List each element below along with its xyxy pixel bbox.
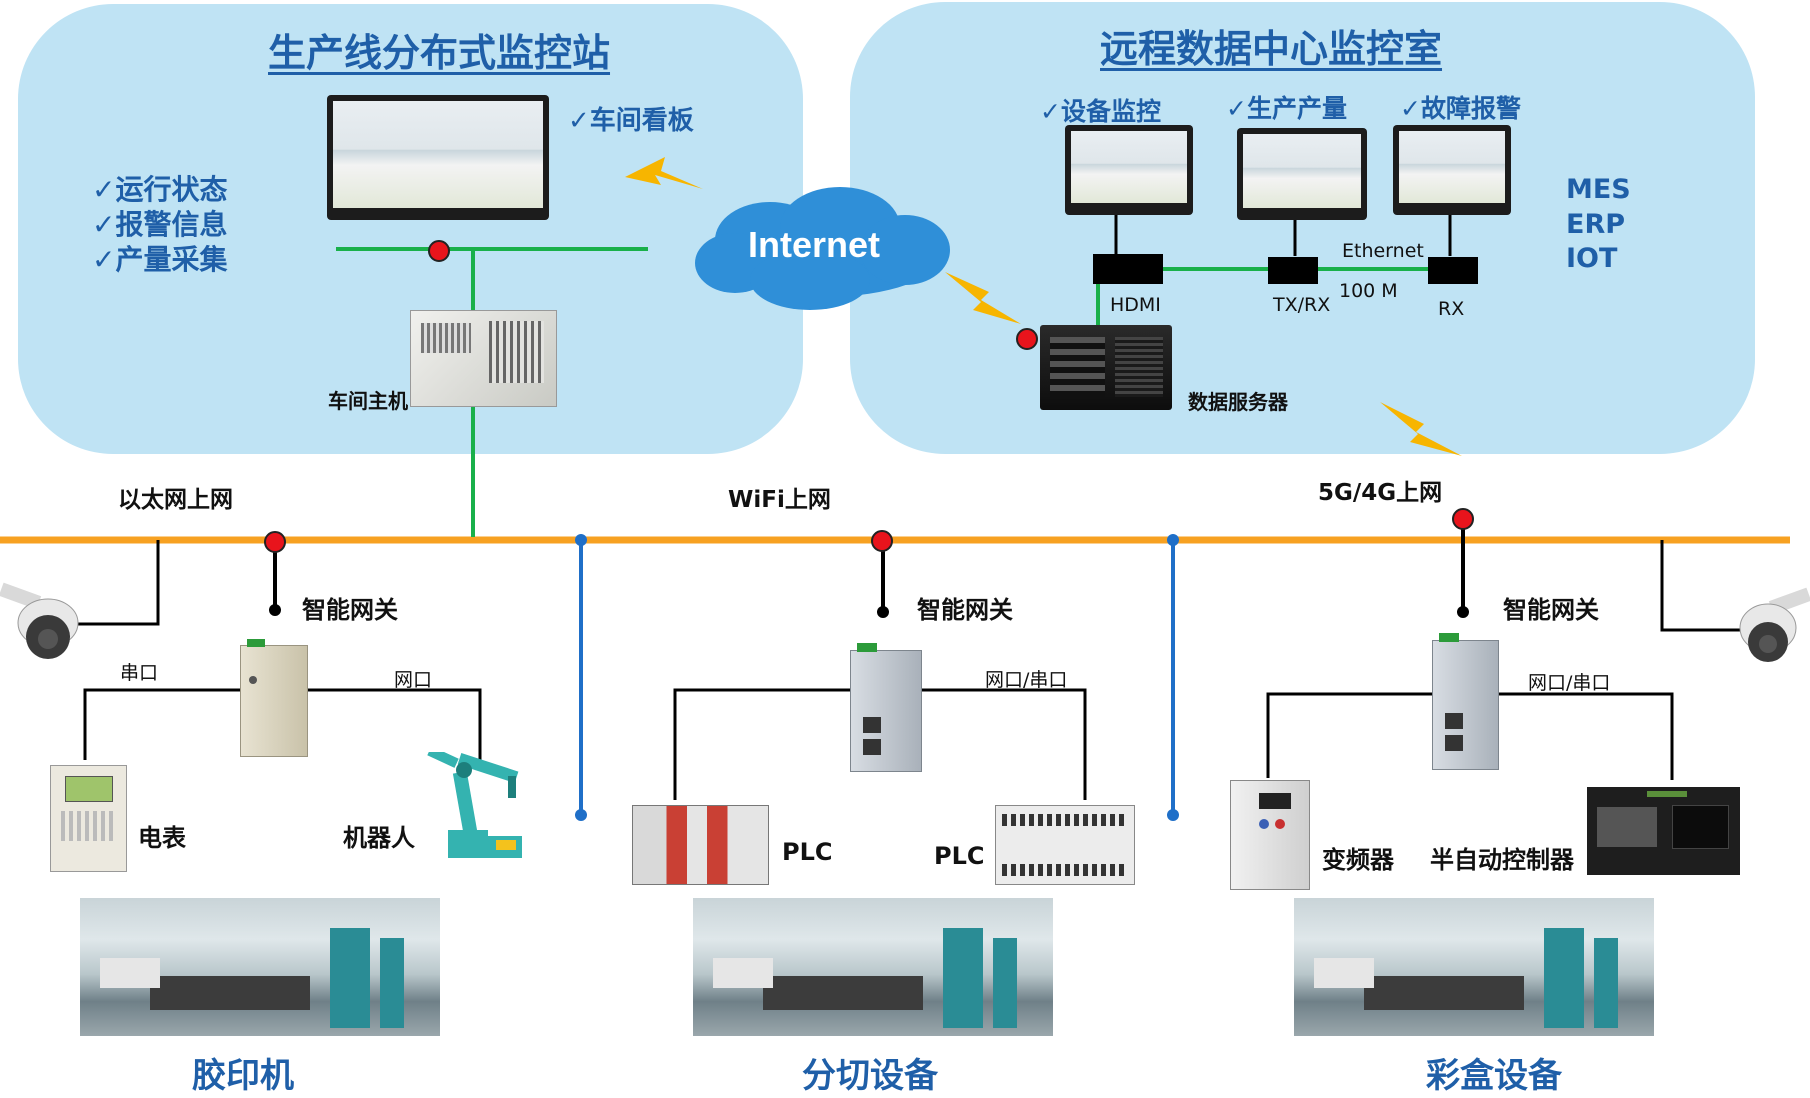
- bus-junction: [575, 809, 587, 821]
- monitor-output: [1237, 128, 1367, 220]
- machine-label-offset-press: 胶印机: [192, 1056, 294, 1096]
- slitting-equipment-image: [693, 898, 1053, 1036]
- lightning-icon: [1380, 402, 1462, 456]
- check-output-collection: ✓产量采集: [92, 243, 228, 276]
- node-dot: [1452, 508, 1474, 530]
- camera-icon: [1739, 587, 1810, 662]
- data-server-label: 数据服务器: [1188, 390, 1288, 414]
- bus-junction: [575, 534, 587, 546]
- electric-meter-icon: [50, 765, 127, 872]
- node-dot: [264, 531, 286, 553]
- rx-port: [1428, 257, 1478, 284]
- plc-icon: [995, 805, 1135, 885]
- speed-label: 100 M: [1339, 280, 1398, 302]
- camera-icon: [0, 582, 79, 659]
- electric-meter-label: 电表: [138, 824, 186, 852]
- node-dot: [1016, 328, 1038, 350]
- gateway-label-2: 智能网关: [917, 596, 1013, 624]
- plc-icon: [632, 805, 769, 885]
- ethernet-network-label: 以太网上网: [118, 487, 233, 513]
- machine-label-slitting: 分切设备: [802, 1056, 938, 1096]
- network-serial-port-label: 网口/串口: [1528, 672, 1611, 694]
- smart-gateway-icon: [1432, 633, 1499, 770]
- right-panel-title: 远程数据中心监控室: [1100, 27, 1443, 71]
- internet-cloud-icon: [695, 187, 950, 310]
- production-output-label: ✓生产产量: [1226, 94, 1347, 123]
- semi-auto-controller-icon: [1587, 787, 1740, 875]
- cellular-network-label: 5G/4G上网: [1318, 480, 1443, 506]
- color-box-equipment-image: [1294, 898, 1654, 1036]
- workshop-board-monitor: [327, 95, 549, 220]
- robot-label: 机器人: [343, 824, 415, 852]
- system-mes: MES: [1566, 174, 1631, 205]
- check-alarm-info: ✓报警信息: [92, 208, 228, 241]
- system-iot: IOT: [1566, 243, 1618, 274]
- right-panel: [850, 2, 1755, 454]
- network-port-label: 网口: [394, 669, 433, 691]
- lightning-icon: [945, 272, 1021, 324]
- plc-label-left: PLC: [782, 838, 833, 866]
- lightning-icon: [625, 157, 703, 189]
- node-dot: [871, 530, 893, 552]
- hdmi-label: HDMI: [1110, 294, 1161, 316]
- node-dot: [428, 240, 450, 262]
- machine-label-color-box: 彩盒设备: [1426, 1056, 1562, 1096]
- workshop-board-label: ✓车间看板: [568, 106, 694, 136]
- data-server-icon: [1040, 325, 1172, 410]
- internet-label: Internet: [748, 224, 881, 265]
- network-serial-port-label: 网口/串口: [985, 669, 1068, 691]
- txrx-label: TX/RX: [1273, 294, 1331, 316]
- fault-alarm-label: ✓故障报警: [1400, 94, 1521, 123]
- smart-gateway-icon: [850, 643, 922, 772]
- bus-junction: [1167, 809, 1179, 821]
- check-running-status: ✓运行状态: [92, 173, 228, 206]
- txrx-port: [1268, 257, 1318, 284]
- offset-press-image: [80, 898, 440, 1036]
- semi-auto-controller-label: 半自动控制器: [1430, 846, 1574, 874]
- rx-label: RX: [1438, 298, 1465, 320]
- inverter-icon: [1230, 780, 1310, 890]
- monitor-alarm: [1393, 125, 1511, 215]
- wifi-network-label: WiFi上网: [728, 487, 831, 513]
- gateway-junction: [877, 606, 889, 618]
- gateway-junction: [269, 604, 281, 616]
- serial-port-label: 串口: [120, 662, 159, 684]
- system-erp: ERP: [1566, 209, 1626, 240]
- left-panel-title: 生产线分布式监控站: [268, 31, 611, 75]
- plc-label-right: PLC: [934, 842, 985, 870]
- gateway-label-1: 智能网关: [302, 596, 398, 624]
- workshop-host-icon: [410, 310, 557, 407]
- smart-gateway-icon: [240, 639, 308, 757]
- device-monitoring-label: ✓设备监控: [1040, 97, 1161, 126]
- workshop-host-label: 车间主机: [328, 389, 408, 413]
- robot-arm-icon: [427, 752, 522, 858]
- gateway-label-3: 智能网关: [1503, 596, 1599, 624]
- gateway-junction: [1457, 606, 1469, 618]
- ethernet-label: Ethernet: [1342, 240, 1424, 262]
- inverter-label: 变频器: [1322, 846, 1394, 874]
- hdmi-port: [1093, 254, 1163, 284]
- monitor-device: [1065, 125, 1193, 215]
- bus-junction: [1167, 534, 1179, 546]
